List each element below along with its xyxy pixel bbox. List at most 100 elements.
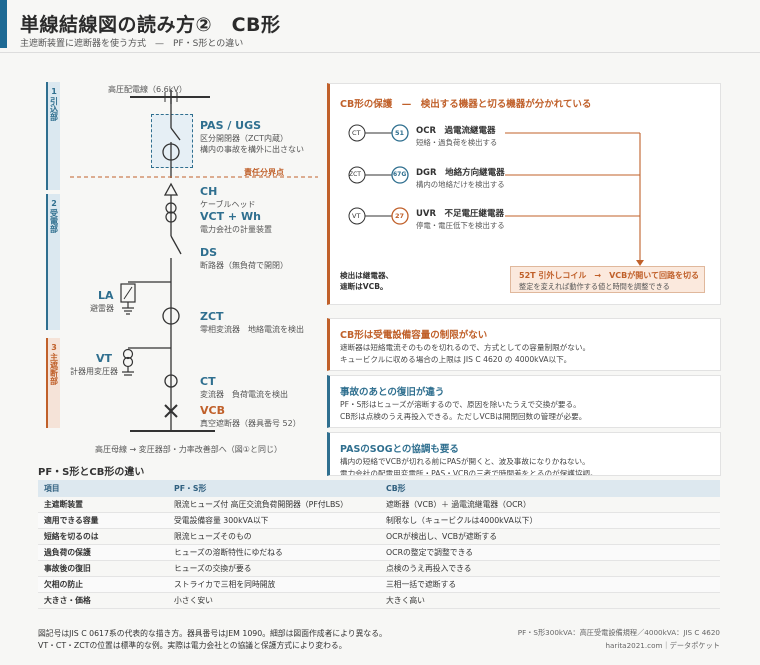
table-cell: ヒューズの溶断特性にゆだねる bbox=[168, 544, 380, 561]
protection-note2: 遮断はVCB。 bbox=[340, 282, 388, 291]
pas-desc2: 構内の事故を構外に出さない bbox=[200, 145, 304, 154]
table-cell: 限流ヒューズ付 高圧交流負荷開閉器（PF付LBS） bbox=[168, 497, 380, 513]
card-coordination-title: PASのSOGとの協調も要る bbox=[340, 444, 459, 455]
table-row: 事故後の復旧ヒューズの交換が要る点検のうえ再投入できる bbox=[38, 560, 720, 577]
bus-label: 高圧母線 → 変圧器部・力率改善部へ（図①と同じ） bbox=[95, 445, 282, 454]
zct-desc: 零相変流器 地絡電流を検出 bbox=[200, 325, 304, 334]
pas-dashed-box bbox=[151, 114, 193, 168]
table-title: PF・S形とCB形の違い bbox=[38, 467, 145, 478]
ct-desc: 変流器 負荷電流を検出 bbox=[200, 390, 288, 399]
relay-ocr: OCR 過電流継電器短絡・過負荷を検出する bbox=[416, 126, 498, 147]
card-coordination-line2: 電力会社の配電用変電所・PAS・VCBの三者で時間差をとるのが保護協調。 bbox=[340, 469, 598, 476]
table-cell: 欠相の防止 bbox=[38, 576, 168, 593]
card-coordination-line1: 構内の短絡でVCBが切れる前にPASが開くと、波及事故になりかねない。 bbox=[340, 457, 590, 466]
protection-title: CB形の保護 — 検出する機器と切る機器が分かれている bbox=[340, 99, 592, 110]
trip-coil-box: 52T 引外しコイル → VCBが開いて回路を切る 整定を変えれば動作する値と時… bbox=[510, 266, 705, 293]
footer-note1: 図記号はJIS C 0617系の代表的な描き方。器具番号はJEM 1090。細部… bbox=[38, 629, 387, 638]
table-row: 欠相の防止ストライカで三相を同時開放三相一括で遮断する bbox=[38, 576, 720, 593]
section-main-breaker-label: 主遮断部 bbox=[49, 353, 59, 385]
card-capacity-title: CB形は受電設備容量の制限がない bbox=[340, 330, 488, 341]
ch-name: CH bbox=[200, 185, 218, 198]
vcb-desc: 真空遮断器（器具番号 52） bbox=[200, 419, 301, 428]
table-header-row: 項目 PF・S形 CB形 bbox=[38, 480, 720, 497]
table-cell: 主遮断装置 bbox=[38, 497, 168, 513]
card-recovery-title: 事故のあとの復旧が違う bbox=[340, 387, 445, 398]
relay-dgr: DGR 地絡方向継電器構内の地絡だけを検出する bbox=[416, 168, 505, 189]
table-cell: 受電設備容量 300kVA以下 bbox=[168, 512, 380, 529]
table-cell: 遮断器（VCB）＋ 過電流継電器（OCR） bbox=[380, 497, 720, 513]
ds-name: DS bbox=[200, 246, 218, 259]
table-cell: 限流ヒューズそのもの bbox=[168, 528, 380, 545]
table-cell: 点検のうえ再投入できる bbox=[380, 560, 720, 577]
pas-name: PAS / UGS bbox=[200, 119, 262, 132]
card-recovery-line2: CB形は点検のうえ再投入できる。ただしVCBは開閉回数の管理が必要。 bbox=[340, 412, 587, 421]
table-header-item: 項目 bbox=[38, 480, 168, 497]
table-header-cb: CB形 bbox=[380, 480, 720, 497]
page-subtitle: 主遮断装置に遮断器を使う方式 — PF・S形との違い bbox=[20, 39, 244, 49]
protection-note1: 検出は継電器、 bbox=[340, 271, 394, 280]
vct-name: VCT + Wh bbox=[200, 210, 261, 223]
footer-site: harita2021.com｜データポケット bbox=[605, 641, 720, 650]
trip-coil-title: 52T 引外しコイル → VCBが開いて回路を切る bbox=[519, 271, 699, 280]
vt-desc: 計器用変圧器 bbox=[70, 367, 118, 376]
relay-number-27: 27 bbox=[395, 212, 405, 220]
page-title: 単線結線図の読み方② CB形 bbox=[20, 14, 281, 36]
card-recovery-line1: PF・S形はヒューズが溶断するので、原因を除いたうえで交換が要る。 bbox=[340, 400, 581, 409]
header-divider bbox=[0, 52, 760, 53]
table-cell: 大きく高い bbox=[380, 592, 720, 609]
header-accent-bar bbox=[0, 0, 7, 48]
sensor-zct: ZCT bbox=[349, 171, 361, 178]
card-coordination: PASのSOGとの協調も要る 構内の短絡でVCBが切れる前にPASが開くと、波及… bbox=[327, 432, 721, 476]
pas-desc1: 区分開閉器（ZCT内蔵） bbox=[200, 134, 288, 143]
comparison-table: 項目 PF・S形 CB形 主遮断装置限流ヒューズ付 高圧交流負荷開閉器（PF付L… bbox=[38, 480, 720, 609]
table-cell: 短絡を切るのは bbox=[38, 528, 168, 545]
la-name: LA bbox=[98, 289, 114, 302]
table-cell: ストライカで三相を同時開放 bbox=[168, 576, 380, 593]
table-row: 主遮断装置限流ヒューズ付 高圧交流負荷開閉器（PF付LBS）遮断器（VCB）＋ … bbox=[38, 497, 720, 513]
table-cell: 適用できる容量 bbox=[38, 512, 168, 529]
vt-name: VT bbox=[96, 352, 113, 365]
ds-desc: 断路器（無負荷で開閉） bbox=[200, 261, 288, 270]
la-desc: 避雷器 bbox=[90, 304, 114, 313]
table-cell: 事故後の復旧 bbox=[38, 560, 168, 577]
table-cell: 三相一括で遮断する bbox=[380, 576, 720, 593]
footer-note2: VT・CT・ZCTの位置は標準的な例。実際は電力会社との協議と保護方式により変わ… bbox=[38, 641, 347, 650]
card-capacity-line1: 遮断器は短絡電流そのものを切れるので、方式としての容量制限がない。 bbox=[340, 343, 591, 352]
table-cell: ヒューズの交換が要る bbox=[168, 560, 380, 577]
sensor-vt: VT bbox=[352, 212, 361, 220]
protection-flow bbox=[348, 124, 644, 266]
section-incoming-label: 引込部 bbox=[49, 97, 59, 121]
relay-uvr: UVR 不足電圧継電器停電・電圧低下を検出する bbox=[416, 209, 505, 230]
relay-number-51: 51 bbox=[395, 129, 405, 137]
card-capacity-line2: キュービクルに収める場合の上限は JIS C 4620 の 4000kVA以下。 bbox=[340, 355, 572, 364]
diagram-lines bbox=[70, 90, 318, 432]
table-cell: 過負荷の保護 bbox=[38, 544, 168, 561]
sensor-ct: CT bbox=[352, 129, 361, 137]
ct-name: CT bbox=[200, 375, 216, 388]
table-cell: 大きさ・価格 bbox=[38, 592, 168, 609]
boundary-label: 責任分界点 bbox=[244, 168, 284, 177]
card-recovery: 事故のあとの復旧が違う PF・S形はヒューズが溶断するので、原因を除いたうえで交… bbox=[327, 375, 721, 428]
table-header-pf: PF・S形 bbox=[168, 480, 380, 497]
section-receiving-label: 受電部 bbox=[49, 209, 59, 233]
card-capacity: CB形は受電設備容量の制限がない 遮断器は短絡電流そのものを切れるので、方式とし… bbox=[327, 318, 721, 371]
protection-card: CB形の保護 — 検出する機器と切る機器が分かれている CT 51 OCR 過電… bbox=[327, 83, 721, 305]
table-cell: 小さく安い bbox=[168, 592, 380, 609]
vcb-name: VCB bbox=[200, 404, 225, 417]
ch-desc: ケーブルヘッド bbox=[200, 200, 256, 209]
table-row: 適用できる容量受電設備容量 300kVA以下制限なし（キュービクルは4000kV… bbox=[38, 512, 720, 529]
vct-desc: 電力会社の計量装置 bbox=[200, 225, 272, 234]
footer-source: PF・S形300kVA：高圧受電設備規程／4000kVA：JIS C 4620 bbox=[517, 628, 720, 637]
zct-name: ZCT bbox=[200, 310, 224, 323]
table-row: 大きさ・価格小さく安い大きく高い bbox=[38, 592, 720, 609]
distribution-line-label: 高圧配電線（6.6kV） bbox=[108, 85, 187, 94]
table-cell: 制限なし（キュービクルは4000kVA以下） bbox=[380, 512, 720, 529]
table-cell: OCRの整定で調整できる bbox=[380, 544, 720, 561]
relay-number-67g: 67G bbox=[393, 171, 407, 178]
